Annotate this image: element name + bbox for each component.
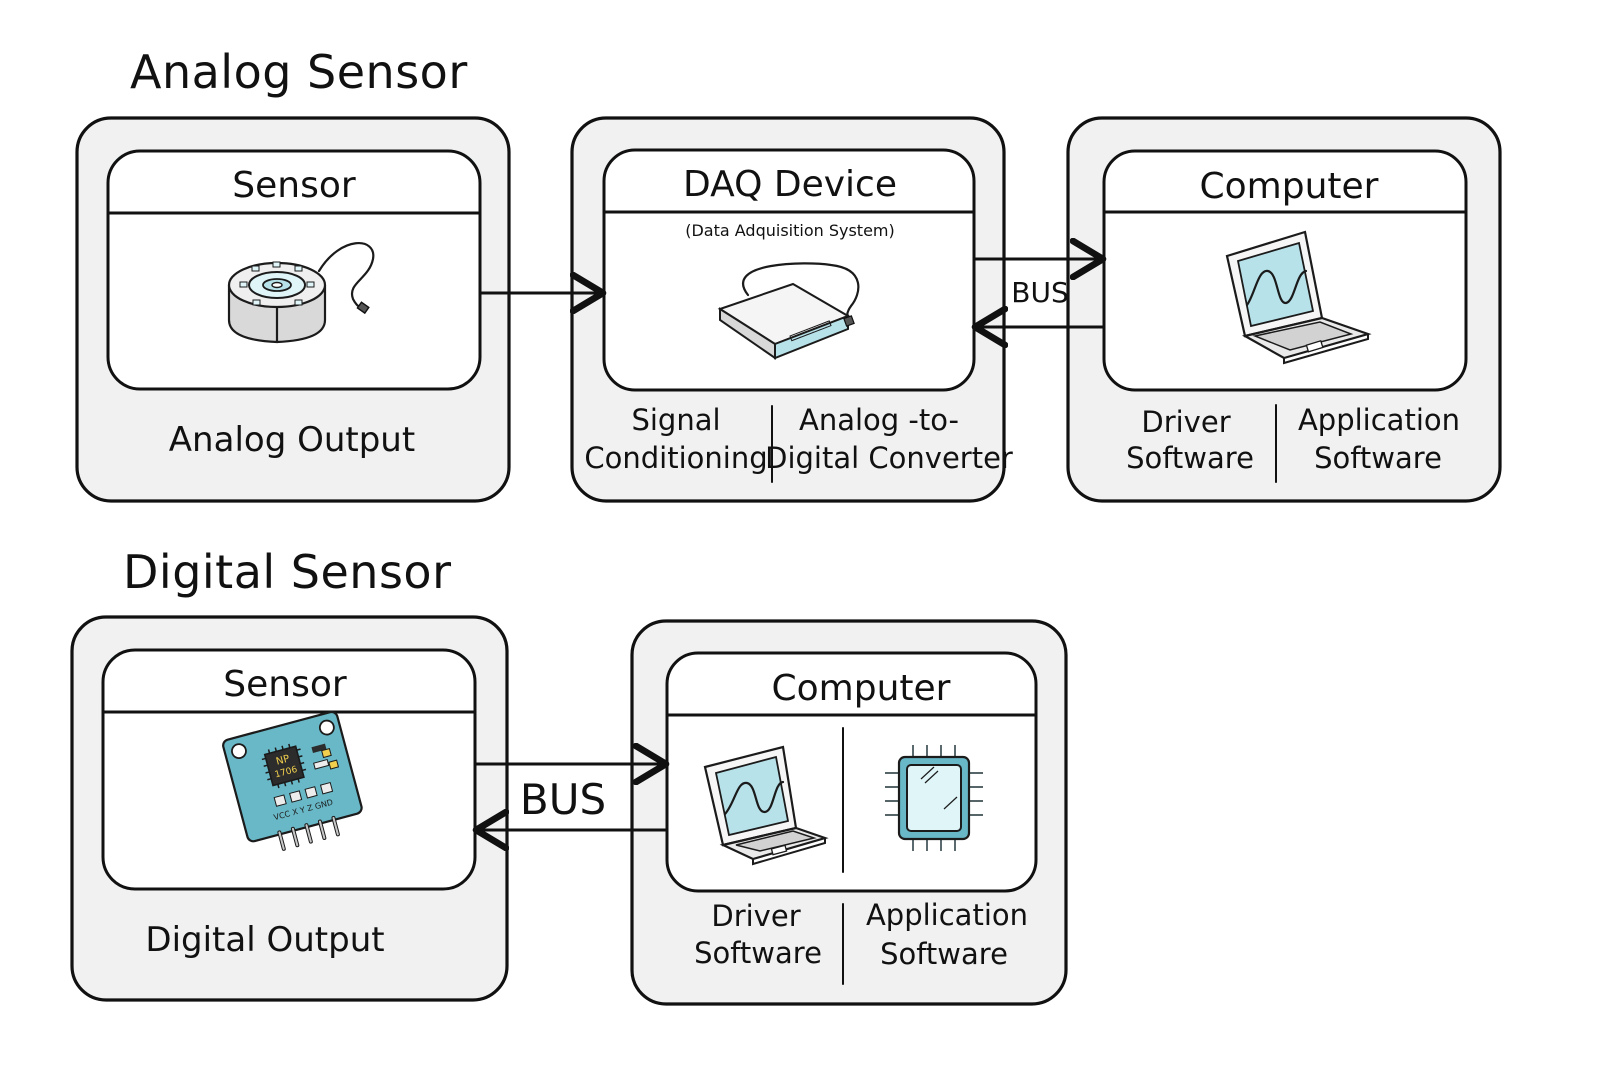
analog-bus-label: BUS [1011, 276, 1068, 309]
analog-application-caption-line1: Application [1298, 403, 1460, 437]
analog-section-title: Analog Sensor [130, 45, 468, 99]
daq-device-subtitle: (Data Adquisition System) [685, 221, 895, 240]
digital-application-caption-line1: Application [866, 898, 1028, 932]
daq-right-caption-line1: Analog -to- [799, 403, 959, 437]
daq-left-caption-line1: Signal [631, 403, 720, 437]
digital-sensor-panel: Sensor NP 1706 VCC X Y Z GND Digital Out… [70, 615, 509, 1002]
processor-chip-icon [885, 745, 983, 851]
digital-computer-title: Computer [772, 668, 951, 709]
analog-computer-title: Computer [1200, 166, 1379, 207]
laptop-icon [1225, 230, 1372, 365]
digital-driver-caption-line2: Software [694, 936, 822, 970]
daq-box-icon [717, 262, 860, 360]
digital-section-title: Digital Sensor [123, 545, 451, 599]
analog-sensor-box-title: Sensor [232, 165, 356, 206]
analog-application-caption-line2: Software [1314, 441, 1442, 475]
daq-device-title: DAQ Device [683, 164, 897, 205]
sensor-board-icon: NP 1706 VCC X Y Z GND [222, 710, 363, 851]
analog-computer-panel: Computer Driver Software Application Sof… [1066, 116, 1502, 503]
digital-output-caption: Digital Output [145, 920, 384, 960]
laptop-icon [703, 745, 829, 866]
analog-output-caption: Analog Output [169, 420, 415, 460]
analog-driver-caption-line1: Driver [1141, 405, 1230, 439]
daq-left-caption-line2: Conditioning [584, 441, 767, 475]
digital-sensor-box-title: Sensor [223, 664, 347, 705]
digital-bus-label: BUS [520, 775, 606, 824]
digital-driver-caption-line1: Driver [711, 899, 800, 933]
daq-right-caption-line2: Digital Converter [765, 441, 1013, 475]
chip-label-line1: NP [275, 753, 291, 767]
load-cell-icon [227, 241, 375, 344]
daq-device-panel: DAQ Device (Data Adquisition System) Sig… [570, 116, 1013, 503]
digital-application-caption-line2: Software [880, 937, 1008, 971]
analog-driver-caption-line2: Software [1126, 441, 1254, 475]
analog-sensor-panel: Sensor Analog Output [75, 116, 511, 503]
digital-computer-panel: Computer Driver Software Application Sof… [630, 619, 1068, 1006]
